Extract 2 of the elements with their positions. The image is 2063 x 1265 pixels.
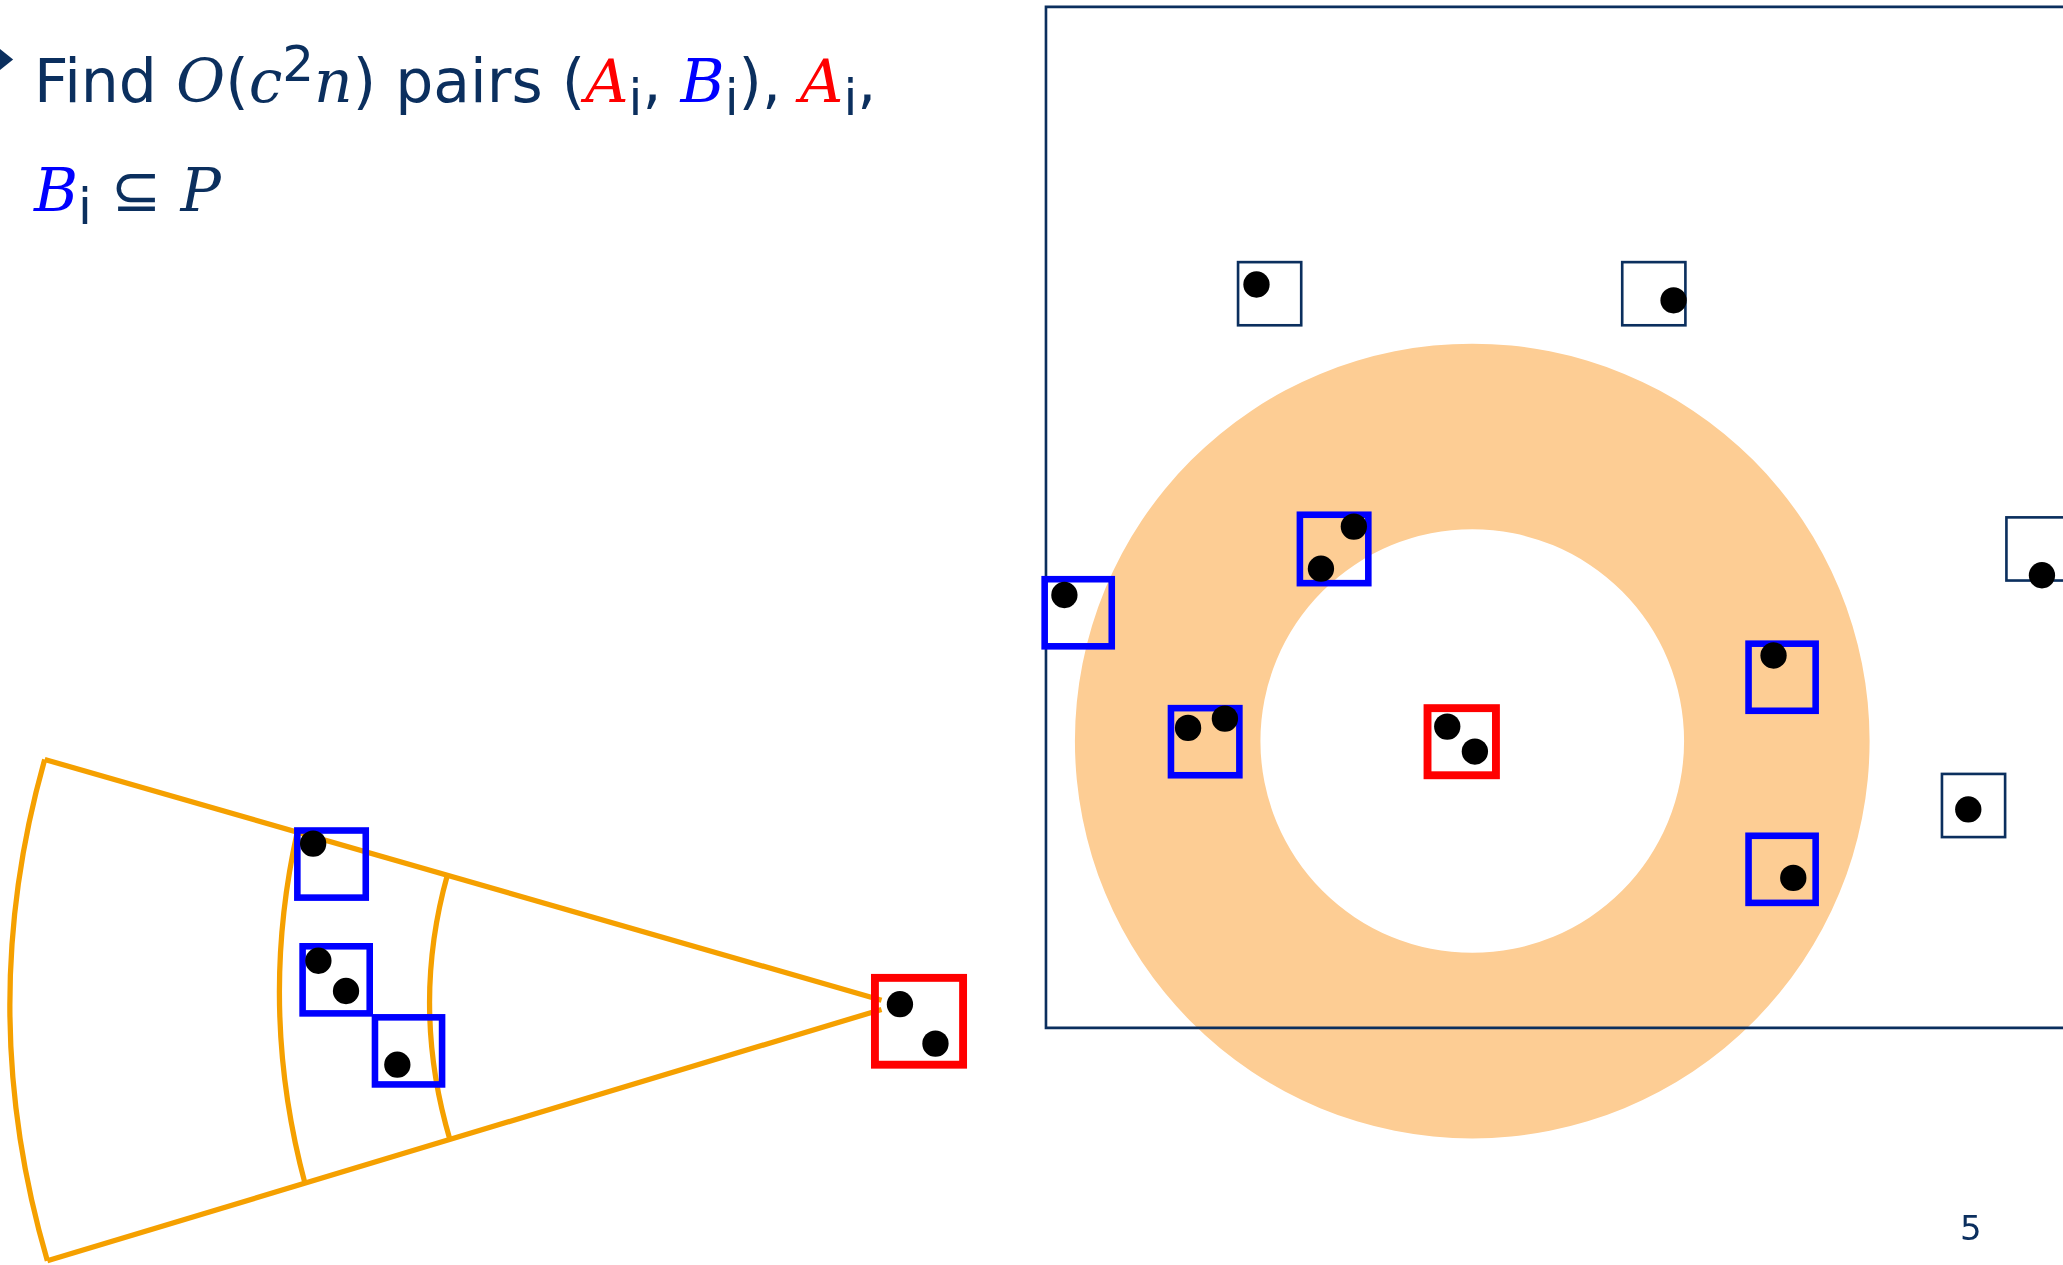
- page-number: 5: [1960, 1208, 1982, 1248]
- statement-text: Find O(c$^{2}$n) pairs (A$_{i}$, B$_{i}$), A$_{i}$, B$_{i}$ ⊆ P: [34, 34, 878, 238]
